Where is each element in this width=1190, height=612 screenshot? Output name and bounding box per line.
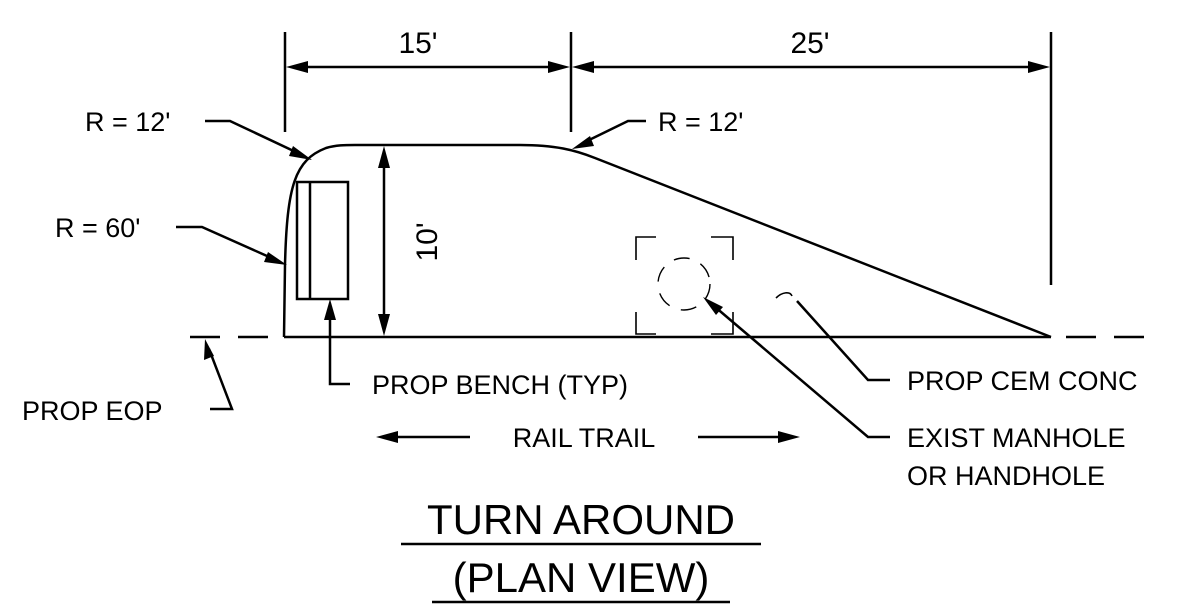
dimension-15ft-label: 15' — [398, 27, 437, 60]
existing-manhole-symbol — [635, 236, 734, 335]
dimension-25ft: 25' — [572, 27, 1050, 73]
dimension-10ft-label: 10' — [411, 222, 444, 261]
drawing-title: TURN AROUND (PLAN VIEW) — [401, 496, 761, 604]
radius-60ft-label: R = 60' — [55, 213, 140, 243]
prop-bench-callout: PROP BENCH (TYP) — [324, 299, 628, 400]
radius-12ft-right-callout: R = 12' — [572, 107, 743, 149]
dimension-25ft-label: 25' — [790, 27, 829, 60]
radius-12ft-right-label: R = 12' — [658, 107, 743, 137]
turnaround-pad-outline — [282, 143, 1052, 339]
dimension-10ft: 10' — [378, 146, 444, 336]
prop-bench-label: PROP BENCH (TYP) — [372, 370, 628, 400]
prop-cem-conc-label: PROP CEM CONC — [907, 366, 1138, 396]
radius-12ft-left-label: R = 12' — [85, 107, 170, 137]
rail-trail-direction: RAIL TRAIL — [376, 423, 800, 453]
prop-cem-conc-callout: PROP CEM CONC — [796, 300, 1138, 396]
exist-manhole-label-line1: EXIST MANHOLE — [907, 423, 1126, 453]
dimension-15ft: 15' — [286, 27, 570, 73]
exist-manhole-callout: EXIST MANHOLE OR HANDHOLE — [703, 297, 1126, 491]
rail-trail-label: RAIL TRAIL — [513, 423, 656, 453]
prop-eop-callout: PROP EOP — [22, 339, 234, 426]
radius-60ft-callout: R = 60' — [55, 213, 287, 265]
title-line1: TURN AROUND — [427, 496, 735, 543]
exist-manhole-label-line2: OR HANDHOLE — [907, 461, 1105, 491]
prop-eop-label: PROP EOP — [22, 396, 163, 426]
title-line2: (PLAN VIEW) — [453, 554, 710, 601]
radius-12ft-left-callout: R = 12' — [85, 107, 312, 160]
proposed-bench-symbol — [295, 180, 350, 301]
cement-concrete-tick-mark — [775, 292, 793, 299]
